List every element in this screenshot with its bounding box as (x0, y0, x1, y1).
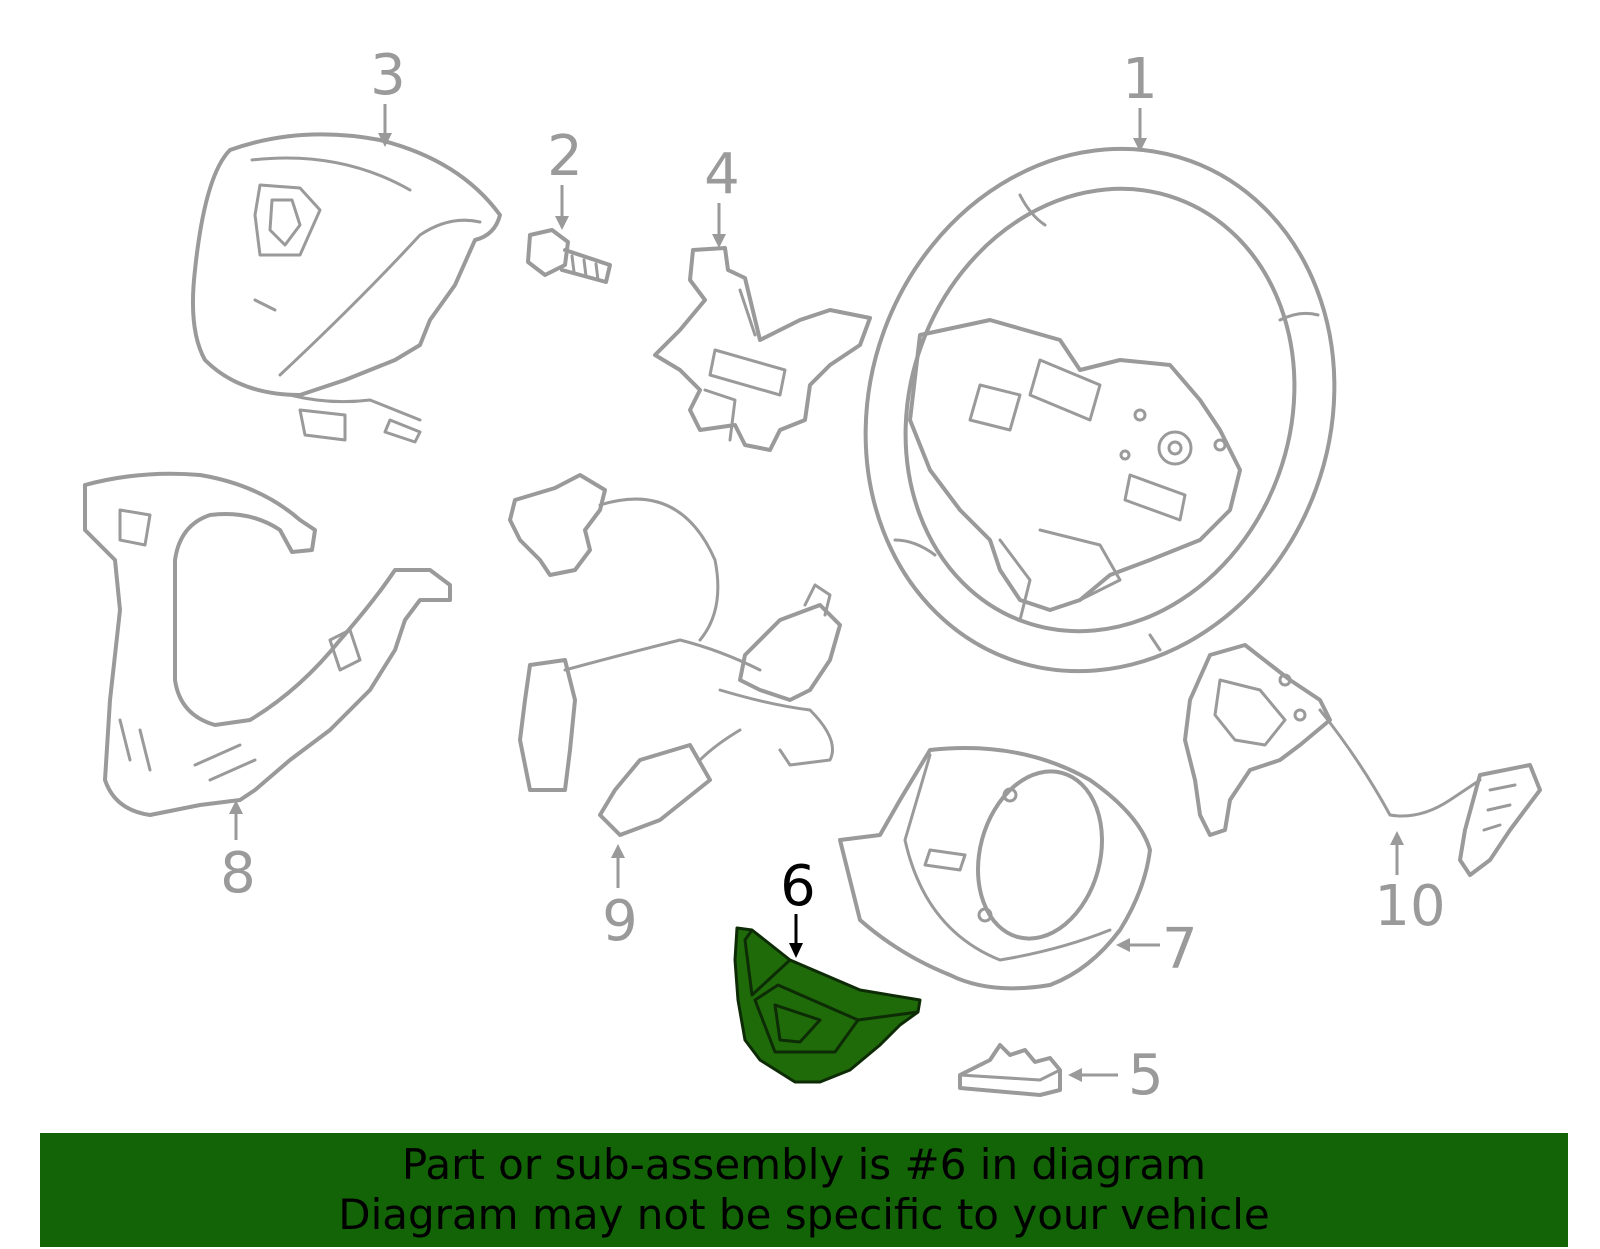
callout-10: 10 (1374, 831, 1446, 939)
part-9-wire-harness[interactable] (508, 473, 842, 837)
svg-text:5: 5 (1128, 1043, 1164, 1108)
part-5-small-clip[interactable] (958, 1043, 1062, 1097)
callout-5: 5 (1068, 1043, 1164, 1108)
banner-line-disclaimer: Diagram may not be specific to your vehi… (338, 1190, 1270, 1239)
callout-6: 6 (780, 854, 816, 958)
svg-text:6: 6 (780, 854, 816, 919)
part-10-paddle-switch[interactable] (1183, 643, 1542, 877)
part-6-lower-cover-highlighted[interactable] (733, 926, 922, 1084)
svg-text:9: 9 (602, 889, 638, 954)
part-3-airbag-module[interactable] (190, 132, 502, 444)
svg-text:8: 8 (220, 841, 256, 906)
part-1-steering-wheel[interactable] (793, 82, 1407, 737)
callout-2: 2 (547, 124, 583, 230)
part-8-garnish-trim[interactable] (83, 471, 452, 817)
callout-7: 7 (1116, 917, 1198, 982)
svg-text:4: 4 (704, 142, 740, 207)
banner-line-part-number: Part or sub-assembly is #6 in diagram (401, 1140, 1207, 1189)
svg-text:7: 7 (1162, 917, 1198, 982)
callout-9: 9 (602, 844, 638, 954)
svg-text:2: 2 (547, 124, 583, 189)
part-7-rear-cover[interactable] (838, 746, 1152, 991)
callout-3: 3 (370, 43, 406, 147)
callout-8: 8 (220, 800, 256, 906)
part-2-bolt[interactable] (526, 228, 612, 284)
svg-text:10: 10 (1374, 874, 1445, 939)
info-banner: Part or sub-assembly is #6 in diagram Di… (40, 1133, 1568, 1247)
svg-text:3: 3 (370, 43, 406, 108)
part-4-bracket[interactable] (653, 246, 872, 452)
callout-1: 1 (1122, 47, 1158, 152)
svg-text:1: 1 (1122, 47, 1158, 112)
callout-4: 4 (704, 142, 740, 248)
